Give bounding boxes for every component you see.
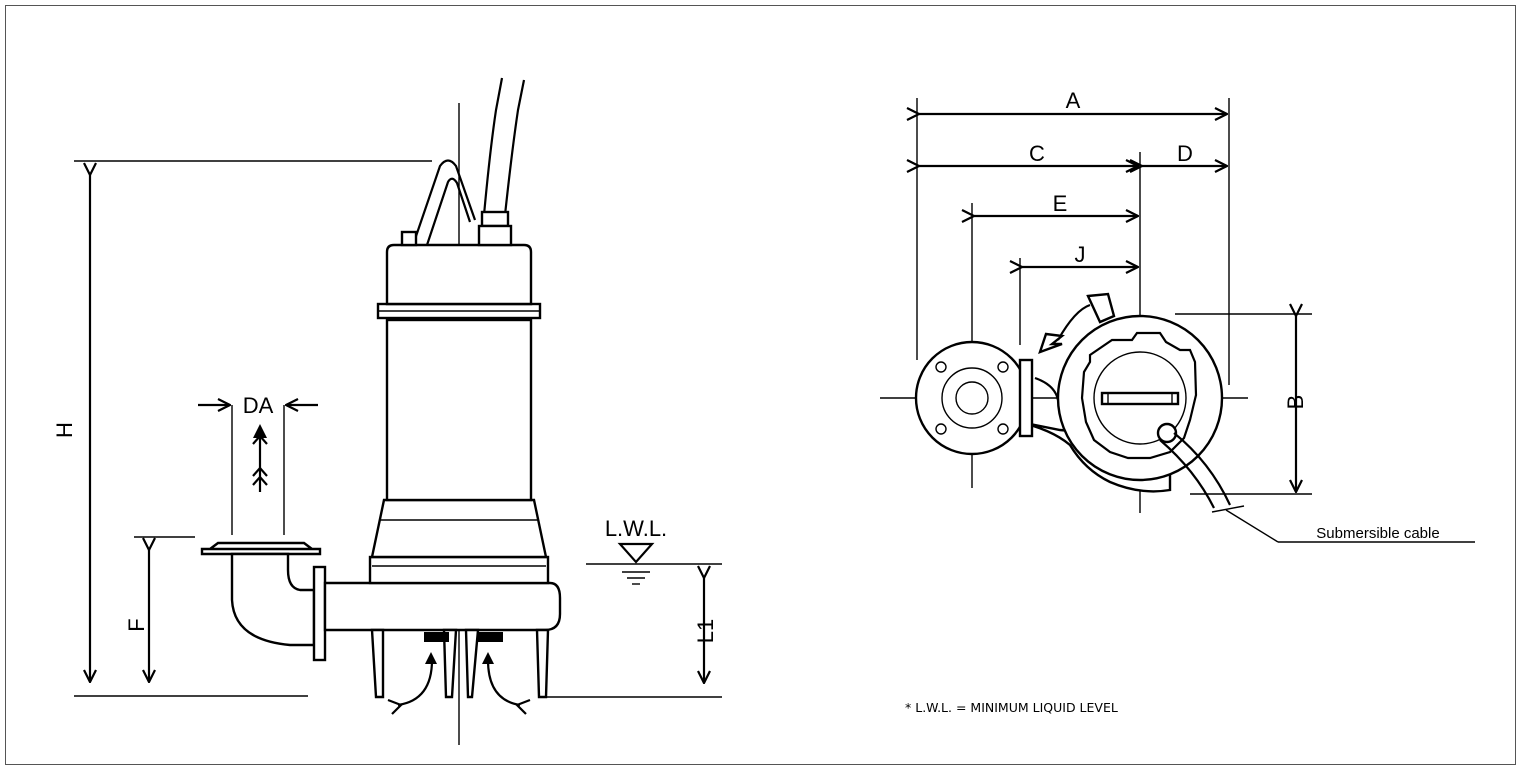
rotation-arrow-tail [1038,332,1065,354]
lwl-label: L.W.L. [605,516,667,541]
dim-b-label: B [1283,395,1308,410]
guide-bracket [1018,358,1034,438]
motor-frame [385,318,533,502]
strainer-left [424,632,449,642]
cable-leader [1225,509,1279,543]
pump-leg [535,628,550,699]
discharge-flange [200,541,322,556]
bolt-hole [997,423,1009,435]
casing-band [368,555,550,585]
pump-leg [442,628,458,699]
cable-entry [1156,422,1178,444]
drawing-frame [5,5,1516,765]
submersible-cable-side [482,77,504,216]
dim-e-label: E [1053,191,1068,216]
dim-da-label: DA [243,393,274,418]
dim-d-label: D [1177,141,1193,166]
inner-cover [1093,351,1187,445]
flange-bore-outer [941,367,1003,429]
motor-cover-ring [1080,331,1198,460]
side-view: H F DA [52,77,722,745]
cable-box [477,224,513,247]
suction-flow-arrow-right [482,652,531,715]
discharge-flange-top [914,340,1030,456]
lwl-symbol [617,542,655,564]
discharge-elbow [230,552,316,647]
strainer-right [478,632,503,642]
submersible-cable-top [1159,439,1215,509]
motor-lower-section [370,498,548,559]
bolt-hole [935,423,947,435]
flange-bore-inner [955,381,989,415]
rotation-arrow-head [1086,292,1116,324]
discharge-flow-arrow [252,424,268,492]
dim-l1-label: L1 [693,619,718,643]
pump-leg [464,628,480,699]
volute-casing [323,581,562,632]
dim-h-label: H [52,422,77,438]
lifting-bar [1100,391,1180,406]
top-view: A C D E J B [880,88,1475,543]
handle-bracket [400,230,418,247]
rotation-arc [1057,303,1091,341]
pump-flange [312,565,327,662]
footnote: * L.W.L. = MINIMUM LIQUID LEVEL [905,700,1118,715]
bolt-hole [997,361,1009,373]
cable-label: Submersible cable [1316,525,1439,542]
pump-leg [370,628,385,699]
dim-f-label: F [124,618,149,631]
cable-gland [480,210,510,228]
dim-c-label: C [1029,141,1045,166]
bolt-hole [935,361,947,373]
lifting-handle [411,159,477,246]
motor-cover [385,243,533,306]
dim-j-label: J [1075,242,1086,267]
dim-a-label: A [1066,88,1081,113]
suction-flow-arrow-left [387,652,437,715]
casing-link [1034,376,1060,401]
